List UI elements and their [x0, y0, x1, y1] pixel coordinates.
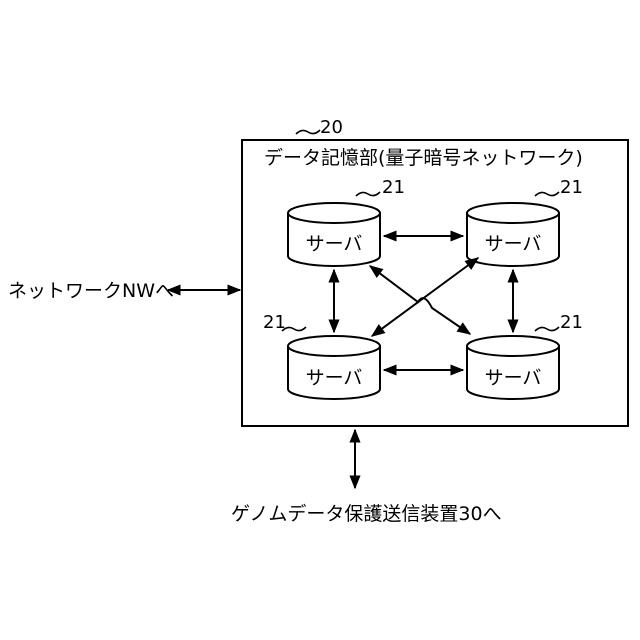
- genome-label: ゲノムデータ保護送信装置30へ: [231, 503, 502, 525]
- storage-ref-leader: [296, 130, 320, 134]
- server-ref: 21: [560, 312, 583, 333]
- server-label: サーバ: [306, 367, 363, 389]
- server-top-left: サーバ: [288, 203, 380, 266]
- server-ref: 21: [382, 177, 405, 198]
- server-bottom-right: サーバ: [467, 336, 559, 399]
- server-top-right: サーバ: [467, 203, 559, 266]
- server-ref-leader: [356, 192, 380, 196]
- network-label: ネットワークNWへ: [8, 280, 174, 302]
- server-ref-leader: [535, 192, 559, 196]
- server-label: サーバ: [485, 233, 542, 255]
- server-ref: 21: [560, 177, 583, 198]
- server-bottom-left: サーバ: [288, 336, 380, 399]
- server-label: サーバ: [485, 367, 542, 389]
- server-ref: 21: [263, 312, 286, 333]
- link-diagonal-up: [372, 258, 478, 336]
- storage-ref: 20: [320, 117, 343, 138]
- storage-title: データ記憶部(量子暗号ネットワーク): [264, 147, 583, 169]
- server-label: サーバ: [306, 233, 363, 255]
- server-ref-leader: [535, 327, 559, 331]
- link-diagonal-down: [370, 266, 470, 334]
